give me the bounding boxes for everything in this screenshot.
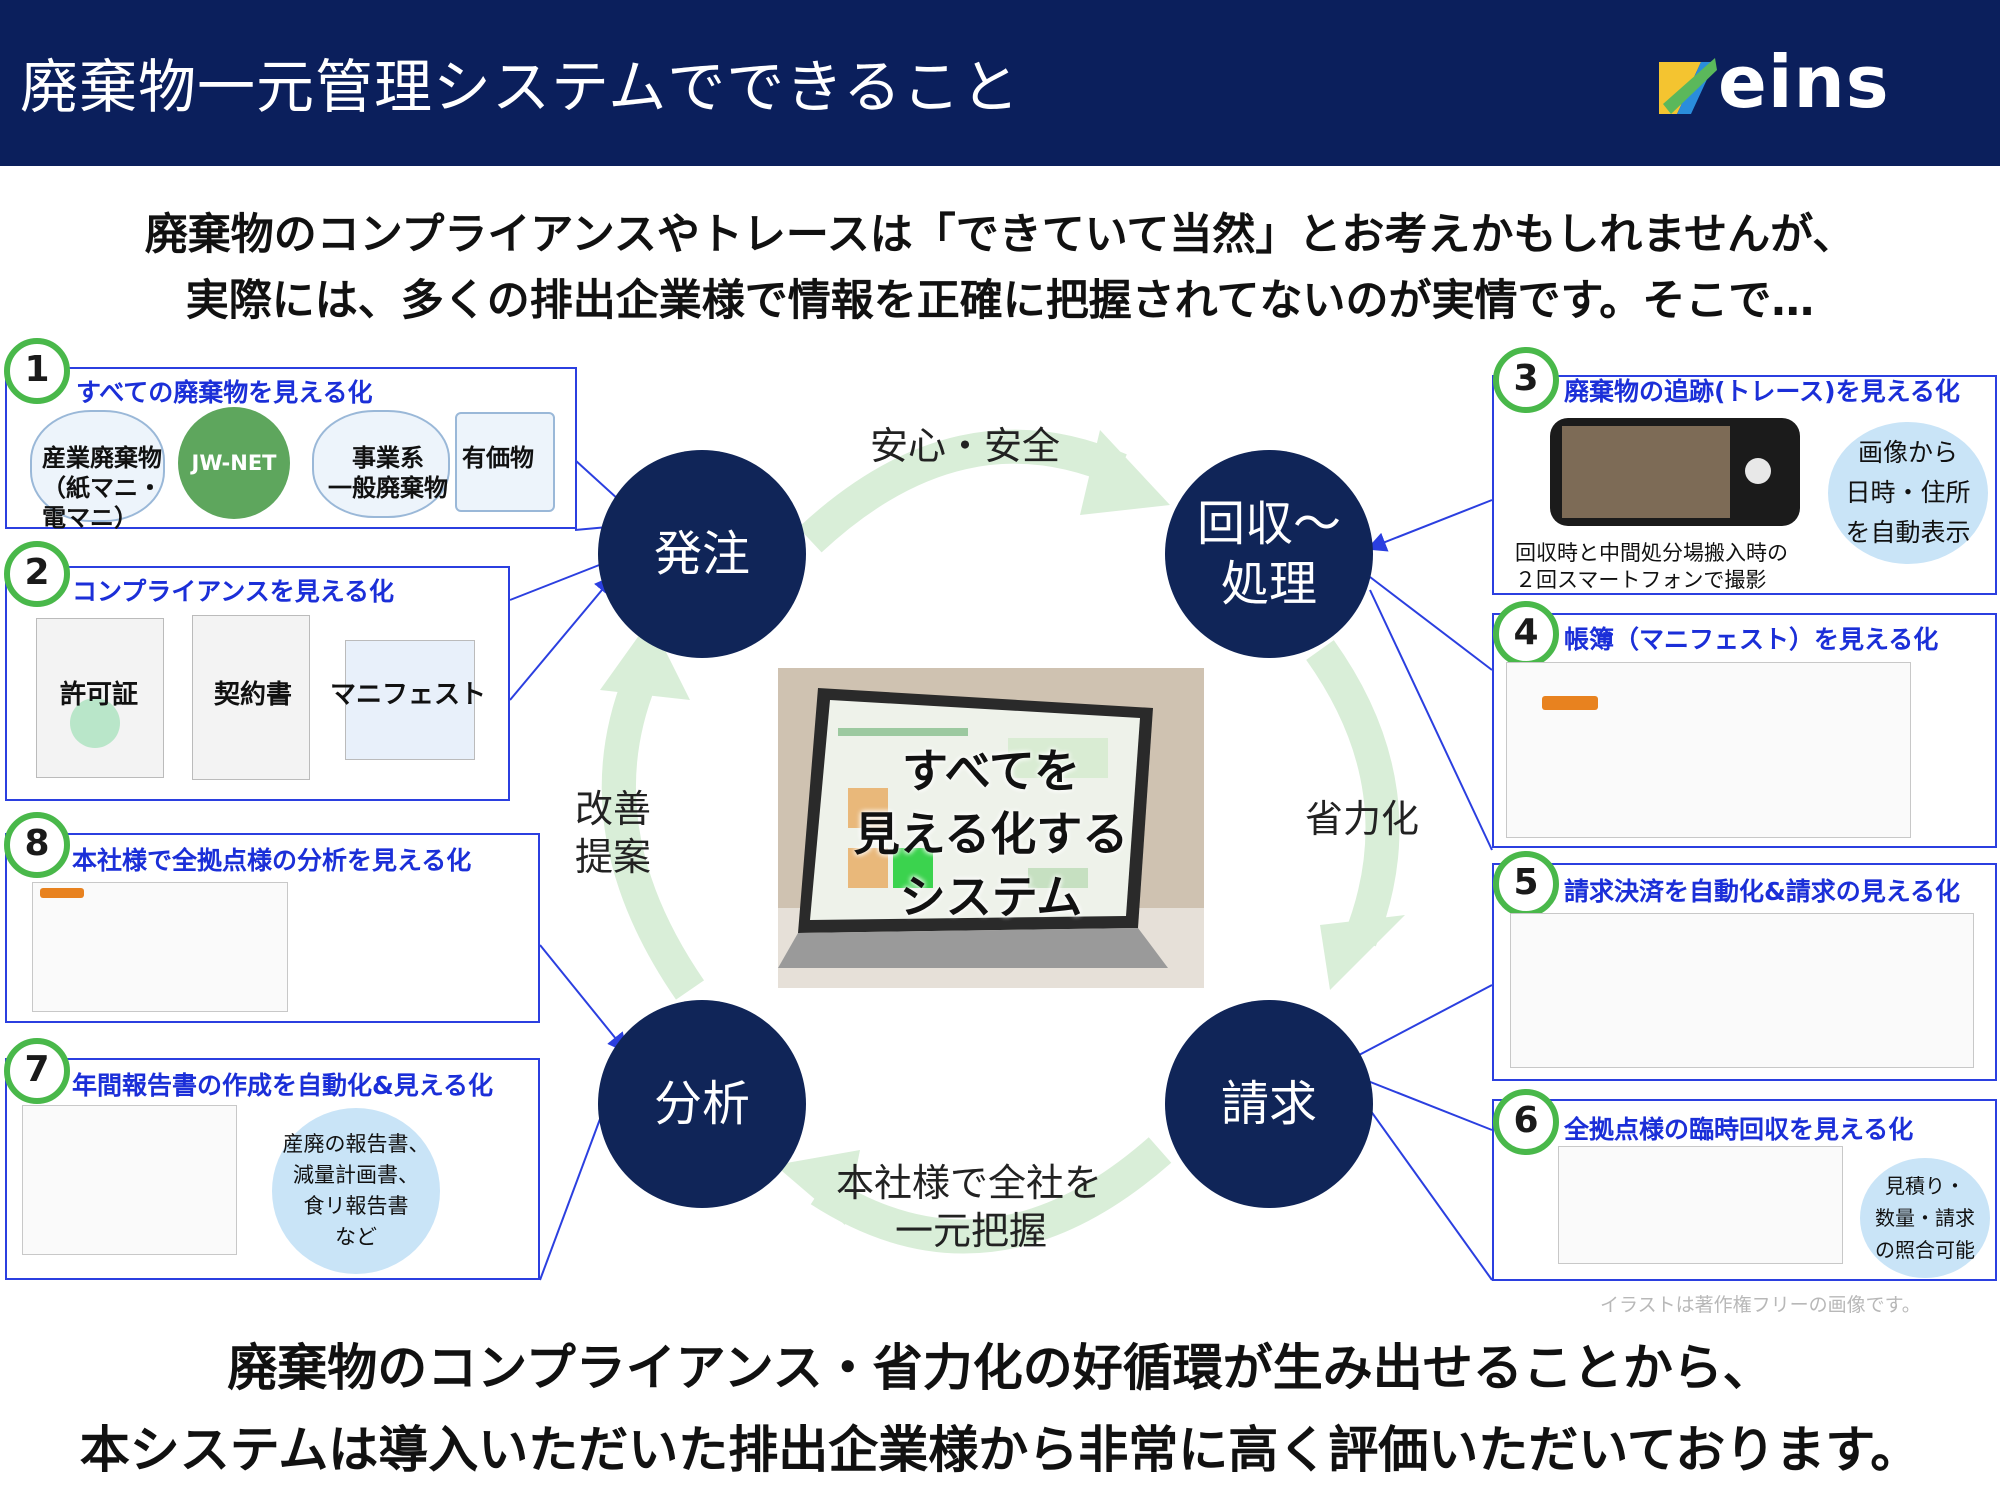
reconcile-bubble-text-1: 見積り・ (1885, 1174, 1965, 1198)
label-industrial-waste-2: （紙マニ・ (42, 474, 162, 502)
label-general-waste-1: 事業系 (352, 444, 424, 472)
report-bubble-text-2: 減量計画書、 (293, 1163, 419, 1187)
label-industrial-waste-3: 電マニ） (42, 504, 138, 532)
trace-caption-2: ２回スマートフォンで撮影 (1515, 568, 1767, 592)
collection-table-screenshot (1558, 1146, 1843, 1264)
panel-3-title: 廃棄物の追跡(トレース)を見える化 (1564, 377, 1960, 406)
panel-8-title: 本社様で全拠点様の分析を見える化 (72, 846, 472, 875)
center-text-2: 見える化する (853, 807, 1129, 861)
laptop-illustration (778, 668, 1204, 988)
reconcile-bubble-text-3: の照合可能 (1875, 1238, 1975, 1262)
center-text-1: すべてを (901, 744, 1081, 798)
label-contract: 契約書 (214, 680, 293, 710)
label-general-waste-2: 一般廃棄物 (328, 474, 448, 502)
outro-line-2: 本システムは導入いただいた排出企業様から非常に高く評価いただいております。 (79, 1421, 1921, 1479)
arrow-label-hq-line-1: 本社様で全社を (836, 1161, 1103, 1205)
node-order: 発注 (598, 450, 806, 658)
cycle-arrow-top (798, 429, 1170, 553)
node-billing: 請求 (1165, 1000, 1373, 1208)
jwnet-badge: JW-NET (178, 407, 290, 519)
panel-1-title: すべての廃棄物を見える化 (76, 378, 373, 407)
ledger-export-chip (1542, 696, 1598, 710)
panel-6-title: 全拠点様の臨時回収を見える化 (1564, 1115, 1914, 1144)
smartphone-photo (1562, 426, 1730, 518)
cycle-arrow-bottom (775, 1137, 1172, 1254)
billing-screenshot (1510, 913, 1974, 1068)
panel-3-number: 3 (1493, 347, 1559, 413)
panel-2-number: 2 (4, 541, 70, 607)
panel-1-number: 1 (4, 338, 70, 404)
node-collect-label-1: 回収～ (1196, 496, 1341, 552)
label-manifest: マニフェスト (330, 680, 487, 710)
reconcile-bubble-text-2: 数量・請求 (1875, 1206, 1975, 1230)
arrow-label-improve-2: 提案 (575, 835, 652, 879)
arrow-label-improve-1: 改善 (575, 787, 652, 831)
industrial-waste-bag-icon (30, 410, 165, 522)
annual-report-screenshot (22, 1105, 237, 1255)
panel-6-number: 6 (1493, 1089, 1559, 1155)
trace-caption-1: 回収時と中間処分場搬入時の (1515, 541, 1788, 565)
analysis-export-chip (40, 888, 84, 898)
report-types-bubble: 産廃の報告書、 減量計画書、 食リ報告書 など (272, 1108, 440, 1274)
center-photo (778, 668, 1204, 988)
panel-7-number: 7 (4, 1038, 70, 1104)
label-valuables: 有価物 (462, 444, 534, 472)
report-bubble-text-1: 産廃の報告書、 (282, 1132, 430, 1156)
label-industrial-waste: 産業廃棄物 (42, 444, 162, 472)
report-bubble-text-4: など (335, 1225, 377, 1249)
trace-bubble-text-2: 日時・住所 (1845, 478, 1971, 507)
valuables-box-icon (455, 412, 555, 512)
panel-2-title: コンプライアンスを見える化 (72, 577, 395, 606)
reconcile-bubble: 見積り・ 数量・請求 の照合可能 (1860, 1158, 1990, 1278)
manifest-document-icon (345, 640, 475, 760)
node-collect: 回収～ 処理 (1165, 450, 1373, 658)
node-analysis-label: 分析 (653, 1076, 750, 1132)
contract-document-icon (192, 615, 310, 780)
intro-line-1: 廃棄物のコンプライアンスやトレースは「できていて当然」とお考えかもしれませんが、 (144, 210, 1856, 260)
label-permit: 許可証 (60, 680, 139, 710)
node-analysis: 分析 (598, 1000, 806, 1208)
ledger-table-screenshot (1506, 662, 1911, 838)
report-bubble-text-3: 食リ報告書 (303, 1194, 409, 1218)
panel-8-number: 8 (4, 812, 70, 878)
panel-4-title: 帳簿（マニフェスト）を見える化 (1564, 625, 1939, 654)
page-title: 廃棄物一元管理システムでできること (20, 53, 1021, 121)
arrow-label-labor-saving: 省力化 (1305, 797, 1420, 841)
trace-bubble-text-3: を自動表示 (1845, 518, 1971, 547)
permit-seal-icon (70, 698, 120, 748)
arrow-label-safety: 安心・安全 (870, 424, 1061, 468)
node-billing-label: 請求 (1220, 1076, 1317, 1132)
panel-7-title: 年間報告書の作成を自動化&見える化 (72, 1071, 494, 1100)
logo-text: eins (1718, 40, 1890, 124)
panel-5-title: 請求決済を自動化&請求の見える化 (1564, 877, 1961, 906)
auto-display-bubble: 画像から 日時・住所 を自動表示 (1828, 422, 1988, 564)
general-waste-bag-icon (312, 410, 450, 518)
panel-4-number: 4 (1493, 601, 1559, 667)
cycle-arrow-right (1306, 640, 1405, 990)
eins-logo (1659, 58, 1717, 114)
arrow-label-hq-line-2: 一元把握 (895, 1209, 1048, 1253)
outro-line-1: 廃棄物のコンプライアンス・省力化の好循環が生み出せることから、 (227, 1339, 1773, 1397)
center-text-3: システム (899, 870, 1083, 924)
cycle-arrow-left (600, 620, 705, 1000)
trace-bubble-text-1: 画像から (1857, 438, 1958, 467)
node-order-label: 発注 (653, 526, 750, 582)
panel-5-number: 5 (1493, 851, 1559, 917)
disclaimer-text: イラストは著作権フリーの画像です。 (1600, 1294, 1921, 1316)
intro-line-2: 実際には、多くの排出企業様で情報を正確に把握されてないのが実情です。そこで… (185, 276, 1815, 326)
analysis-table-screenshot (32, 882, 288, 1012)
camera-shutter-icon (1745, 458, 1771, 484)
node-collect-label-2: 処理 (1220, 556, 1317, 612)
